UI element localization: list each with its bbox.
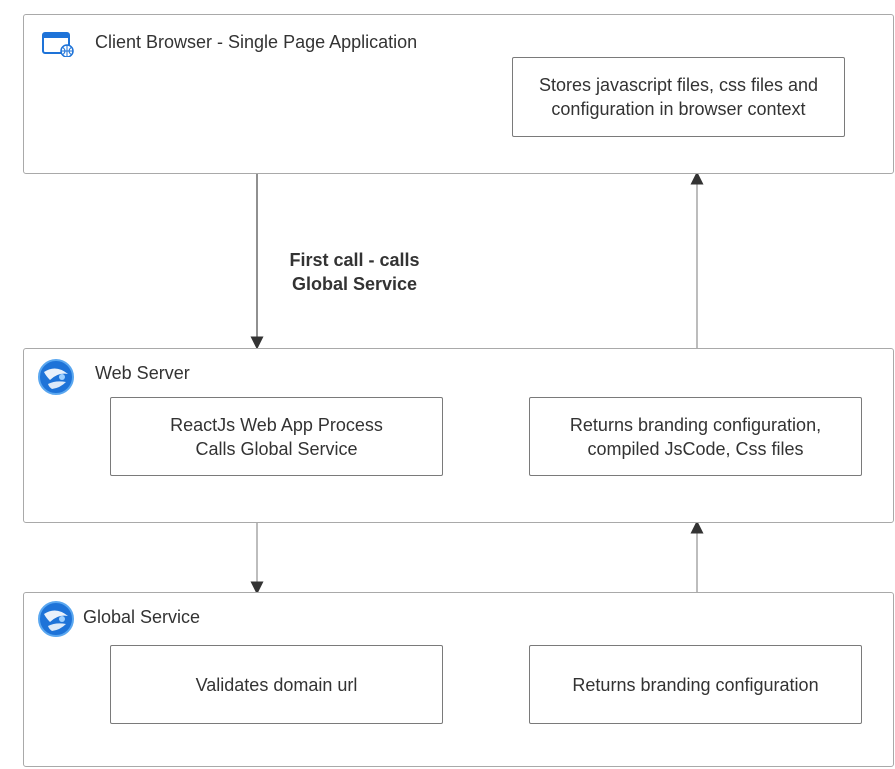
returns-branding-compiled-box: Returns branding configuration, compiled… bbox=[529, 397, 862, 476]
web-server-title: Web Server bbox=[95, 363, 190, 383]
web-server-container: Web Server ReactJs Web App Process Calls… bbox=[23, 348, 894, 523]
client-browser-title: Client Browser - Single Page Application bbox=[95, 32, 418, 52]
box-text-line: Returns branding configuration, bbox=[569, 414, 822, 435]
edge-label-line: Global Service bbox=[291, 274, 418, 294]
returns-branding-box: Returns branding configuration bbox=[529, 645, 862, 724]
global-service-title: Global Service bbox=[83, 607, 201, 627]
app-service-icon bbox=[38, 359, 74, 395]
box-text-line: Validates domain url bbox=[195, 674, 358, 695]
client-storage-box: Stores javascript files, css files and c… bbox=[512, 57, 845, 137]
box-text-line: Returns branding configuration bbox=[572, 674, 819, 695]
client-browser-container: Client Browser - Single Page Application… bbox=[23, 14, 894, 174]
app-service-icon bbox=[38, 601, 74, 637]
global-service-container: Global Service Validates domain url Retu… bbox=[23, 592, 894, 767]
validates-domain-box: Validates domain url bbox=[110, 645, 443, 724]
edge-label-line: First call - calls bbox=[289, 250, 420, 270]
browser-window-icon bbox=[42, 32, 74, 57]
reactjs-process-box: ReactJs Web App Process Calls Global Ser… bbox=[110, 397, 443, 476]
box-text-line: compiled JsCode, Css files bbox=[587, 438, 804, 459]
first-call-label: First call - calls Global Service bbox=[272, 248, 437, 296]
box-text-line: ReactJs Web App Process bbox=[170, 414, 383, 435]
box-text-line: Stores javascript files, css files and bbox=[538, 75, 819, 95]
box-text-line: Calls Global Service bbox=[195, 438, 358, 459]
box-text-line: configuration in browser context bbox=[551, 99, 806, 119]
